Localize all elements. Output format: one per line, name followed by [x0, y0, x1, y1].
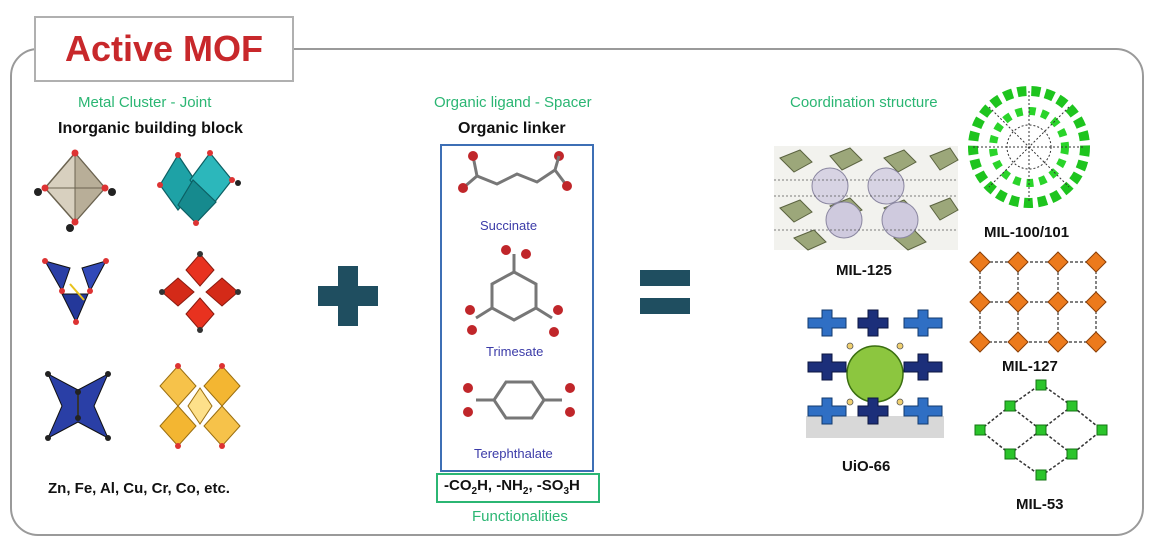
uio-66-label: UiO-66 — [842, 458, 891, 475]
uio-66-structure — [806, 309, 944, 438]
metals-list: Zn, Fe, Al, Cu, Cr, Co, etc. — [48, 480, 230, 497]
cluster-teal-octahedra — [157, 150, 241, 226]
inorganic-block-heading: Inorganic building block — [58, 120, 243, 137]
terephthalate-molecule-icon — [463, 380, 575, 420]
metal-cluster-heading: Metal Cluster - Joint — [78, 94, 212, 111]
organic-linker-heading: Organic linker — [458, 120, 566, 137]
diagram-title: Active MOF — [64, 28, 264, 69]
mil-100-label: MIL-100/101 — [984, 224, 1070, 241]
mil-53-structure — [974, 379, 1108, 481]
formula-part: -CO — [444, 477, 472, 494]
organic-ligand-heading: Organic ligand - Spacer — [434, 94, 592, 111]
trimesate-molecule-icon — [465, 245, 563, 337]
mil-125-label: MIL-125 — [836, 262, 892, 279]
mil-100-structure — [968, 86, 1090, 208]
equals-icon — [640, 270, 690, 314]
mil-53-label: MIL-53 — [1016, 496, 1064, 513]
plus-icon — [318, 266, 378, 326]
formula-part: H — [569, 477, 580, 494]
diagram-frame — [10, 48, 1144, 536]
functionalities-box — [436, 473, 600, 503]
mil-125-structure — [774, 146, 959, 251]
formula-subscript: 2 — [522, 486, 529, 497]
linker-box — [440, 144, 594, 472]
mil-127-structure — [969, 251, 1107, 353]
formula-part: , -SO — [528, 477, 564, 494]
linker-label-succinate: Succinate — [480, 218, 538, 233]
formula-part: H, -NH — [477, 477, 523, 494]
cluster-blue-tetrahedra — [42, 258, 109, 325]
cluster-red-octahedra — [159, 251, 241, 333]
cluster-octahedron-grey — [34, 149, 116, 232]
cluster-blue-square — [45, 371, 111, 441]
functionalities-label: Functionalities — [472, 508, 568, 525]
linker-label-trimesate: Trimesate — [486, 344, 544, 359]
functionalities-formula: -CO2H, -NH2, -SO3H — [444, 477, 580, 497]
linker-label-terephthalate: Terephthalate — [474, 446, 553, 461]
cluster-yellow-octahedra — [159, 363, 241, 449]
succinate-molecule-icon — [458, 151, 572, 193]
formula-subscript: 3 — [563, 486, 570, 497]
mil-127-label: MIL-127 — [1002, 358, 1058, 375]
coordination-heading: Coordination structure — [790, 94, 938, 111]
title-box: Active MOF — [34, 16, 294, 82]
formula-subscript: 2 — [471, 486, 478, 497]
